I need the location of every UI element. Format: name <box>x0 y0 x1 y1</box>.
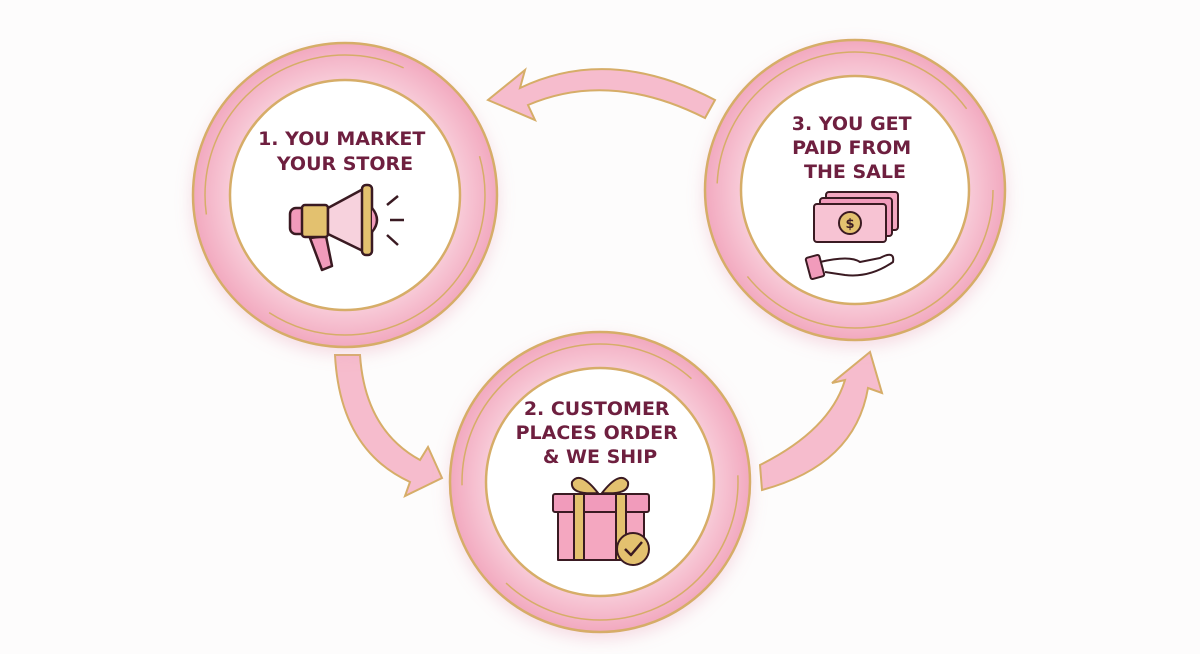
step-3-title: 3. YOU GET PAID FROM THE SALE <box>792 113 919 183</box>
arrow-step2-to-step3 <box>758 350 884 492</box>
step-1-circle <box>191 41 499 349</box>
arrow-step3-to-step1 <box>486 67 717 122</box>
step-2-circle <box>448 330 752 634</box>
svg-text:$: $ <box>845 217 854 232</box>
gift-box-check-icon <box>552 476 650 566</box>
step-1-title: 1. YOU MARKET YOUR STORE <box>258 128 432 175</box>
arrow-step1-to-step2 <box>333 354 444 498</box>
step-2-title: 2. CUSTOMER PLACES ORDER & WE SHIP <box>516 398 685 468</box>
money-hand-icon: $ <box>804 191 899 280</box>
step-3-circle <box>703 38 1007 342</box>
megaphone-icon <box>288 183 404 272</box>
